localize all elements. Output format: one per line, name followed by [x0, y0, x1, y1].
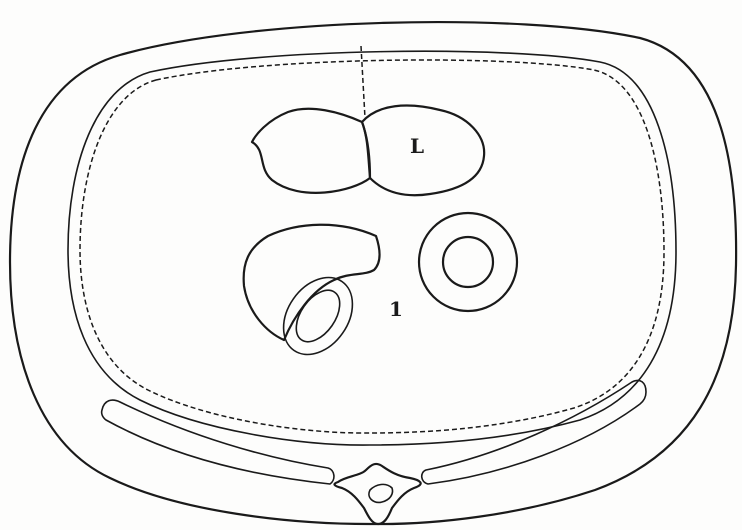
organ-left-lobe [252, 109, 370, 193]
body-outline [10, 22, 736, 524]
right-rib-band [422, 380, 646, 484]
dashed-midline [361, 46, 365, 118]
vertebra [335, 464, 421, 524]
right-ring-outer [419, 213, 517, 311]
cavity-wall [68, 51, 676, 445]
right-ring-inner [443, 237, 493, 287]
small-ring-outer [269, 264, 366, 367]
upper-organ-label: L [410, 134, 424, 158]
lower-organ-label: 1 [389, 297, 403, 321]
dashed-membrane [80, 60, 664, 433]
vertebral-canal [369, 484, 393, 502]
